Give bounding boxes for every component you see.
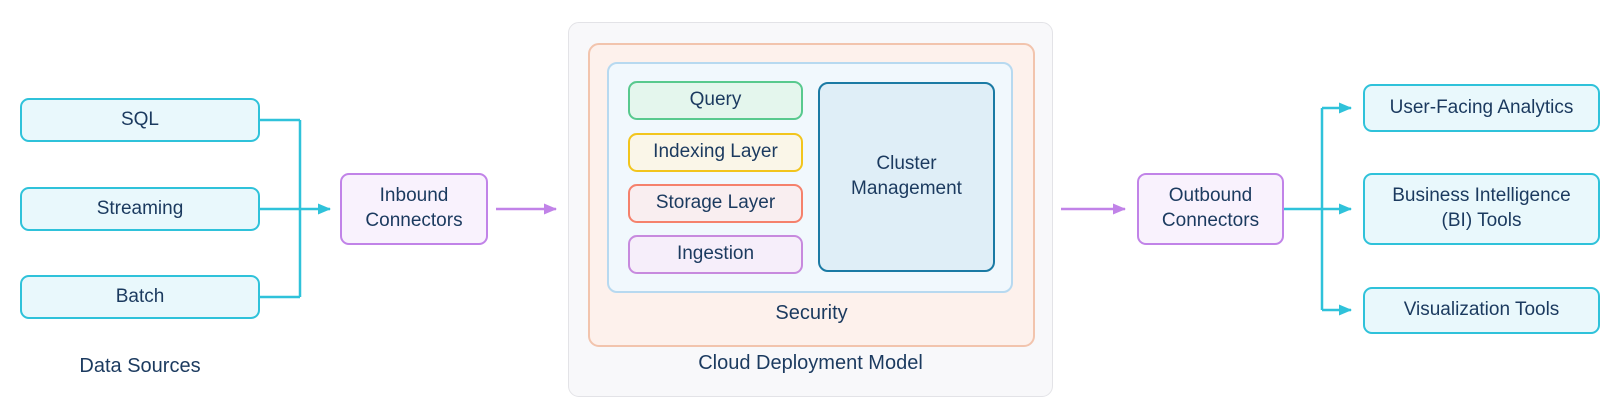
cluster-management-label: Cluster Management [851, 153, 962, 199]
sources-collector-lines [260, 118, 331, 299]
inbound-connectors-node: Inbound Connectors [340, 173, 488, 245]
destination-node-visualization-tools: Visualization Tools [1363, 287, 1600, 334]
source-node-streaming: Streaming [20, 187, 260, 231]
layer-node-storage: Storage Layer [628, 184, 803, 223]
source-node-batch: Batch [20, 275, 260, 319]
destination-node-user-facing-analytics: User-Facing Analytics [1363, 84, 1600, 132]
outbound-connectors-node: Outbound Connectors [1137, 173, 1284, 245]
outbound-connectors-label: Outbound Connectors [1161, 185, 1260, 231]
inbound-connectors-label: Inbound Connectors [365, 185, 463, 231]
layer-label: Ingestion [676, 243, 755, 265]
destination-node-bi-tools: Business Intelligence (BI) Tools [1363, 173, 1600, 245]
source-label: SQL [120, 108, 160, 130]
destinations-fanout-lines [1284, 102, 1352, 316]
source-label: Batch [115, 285, 165, 307]
layer-label: Indexing Layer [653, 141, 778, 163]
destination-label: Business Intelligence (BI) Tools [1392, 185, 1571, 231]
cloud-deployment-caption: Cloud Deployment Model [698, 352, 923, 374]
layer-label: Storage Layer [655, 192, 776, 214]
source-label: Streaming [96, 197, 184, 219]
destination-label: User-Facing Analytics [1389, 96, 1574, 118]
layer-node-ingestion: Ingestion [628, 235, 803, 274]
layer-label: Query [689, 89, 742, 111]
security-caption: Security [775, 302, 848, 324]
source-node-sql: SQL [20, 98, 260, 142]
layer-node-indexing: Indexing Layer [628, 133, 803, 172]
cluster-management-node: Cluster Management [818, 82, 995, 272]
layer-node-query: Query [628, 81, 803, 120]
data-sources-caption: Data Sources [79, 355, 201, 377]
destination-label: Visualization Tools [1403, 299, 1560, 321]
